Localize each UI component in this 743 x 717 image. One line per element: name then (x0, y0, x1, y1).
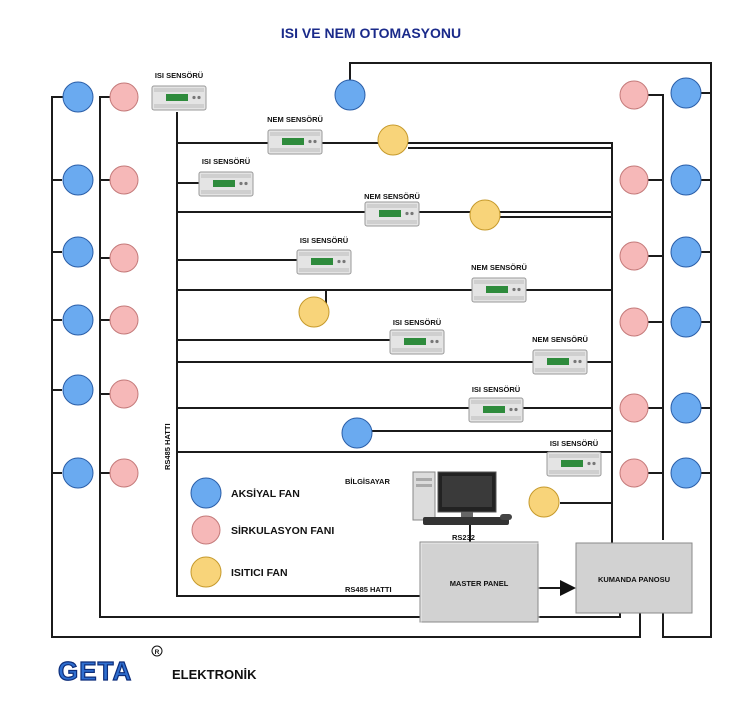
axial-fan (62, 374, 94, 406)
temperature-sensor-label: ISI SENSÖRÜ (472, 385, 520, 394)
sensors: ISI SENSÖRÜ NEM SENSÖRÜ ISI SENSÖRÜ NEM … (151, 71, 602, 477)
temperature-sensor-label: ISI SENSÖRÜ (202, 157, 250, 166)
temperature-sensor (151, 85, 207, 111)
circulation-fan (109, 165, 139, 195)
humidity-sensor (532, 349, 588, 375)
computer-label: BİLGİSAYAR (345, 477, 390, 486)
heater-fan (528, 486, 560, 518)
axial-fan (334, 79, 366, 111)
humidity-sensor-label: NEM SENSÖRÜ (532, 335, 588, 344)
temperature-sensor-label: ISI SENSÖRÜ (155, 71, 203, 80)
registered-mark: R (155, 649, 160, 656)
axial-fan (62, 236, 94, 268)
heater-fan (298, 296, 330, 328)
control-panel-label: KUMANDA PANOSU (598, 575, 670, 584)
temperature-sensor (468, 397, 524, 423)
legend-heater-label: ISITICI FAN (231, 567, 288, 579)
temperature-sensor-label: ISI SENSÖRÜ (300, 236, 348, 245)
heater-fan (377, 124, 409, 156)
circulation-fan (109, 82, 139, 112)
temperature-sensor (198, 171, 254, 197)
rs485-vertical-label: RS485 HATTI (163, 423, 172, 470)
humidity-sensor (471, 277, 527, 303)
company-name: ELEKTRONİK (172, 667, 257, 682)
axial-fan (341, 417, 373, 449)
circulation-fan (619, 241, 649, 271)
circulation-fan (109, 305, 139, 335)
temperature-sensor-label: ISI SENSÖRÜ (393, 318, 441, 327)
axial-fan (62, 304, 94, 336)
legend-circulation-swatch (191, 515, 221, 545)
humidity-sensor (267, 129, 323, 155)
rs485-bottom-label: RS485 HATTI (345, 585, 392, 594)
circulation-fan (619, 458, 649, 488)
circulation-fan (619, 80, 649, 110)
circulation-fan (109, 379, 139, 409)
rs232-label: RS232 (452, 533, 475, 542)
master-panel-label: MASTER PANEL (450, 579, 509, 588)
fans (62, 77, 702, 518)
temperature-sensor (546, 451, 602, 477)
humidity-sensor-label: NEM SENSÖRÜ (471, 263, 527, 272)
legend-heater-swatch (190, 556, 222, 588)
master-panel (419, 541, 540, 624)
circulation-fan (109, 458, 139, 488)
humidity-sensor-label: NEM SENSÖRÜ (364, 192, 420, 201)
computer-icon (412, 471, 512, 525)
legend-circulation-label: SİRKULASYON FANI (231, 524, 334, 537)
axial-fan (62, 164, 94, 196)
diagram-title: ISI VE NEM OTOMASYONU (281, 25, 461, 41)
legend: AKSİYAL FAN SİRKULASYON FANI ISITICI FAN (190, 477, 334, 588)
humidity-sensor-label: NEM SENSÖRÜ (267, 115, 323, 124)
temperature-sensor (389, 329, 445, 355)
legend-axial-label: AKSİYAL FAN (231, 487, 300, 500)
legend-axial-swatch (190, 477, 222, 509)
logo-text: GETA (58, 656, 132, 686)
axial-fan (670, 392, 702, 424)
temperature-sensor-label: ISI SENSÖRÜ (550, 439, 598, 448)
wiring (51, 62, 712, 638)
axial-fan (670, 77, 702, 109)
axial-fan (670, 457, 702, 489)
axial-fan (670, 236, 702, 268)
circulation-fan (619, 165, 649, 195)
temperature-sensor (296, 249, 352, 275)
humidity-sensor (364, 201, 420, 227)
company-logo: GETA R (57, 645, 163, 687)
control-panel (575, 542, 693, 614)
axial-fan (62, 81, 94, 113)
circulation-fan (619, 307, 649, 337)
circulation-fan (109, 243, 139, 273)
axial-fan (62, 457, 94, 489)
axial-fan (670, 306, 702, 338)
circulation-fan (619, 393, 649, 423)
heater-fan (469, 199, 501, 231)
axial-fan (670, 164, 702, 196)
